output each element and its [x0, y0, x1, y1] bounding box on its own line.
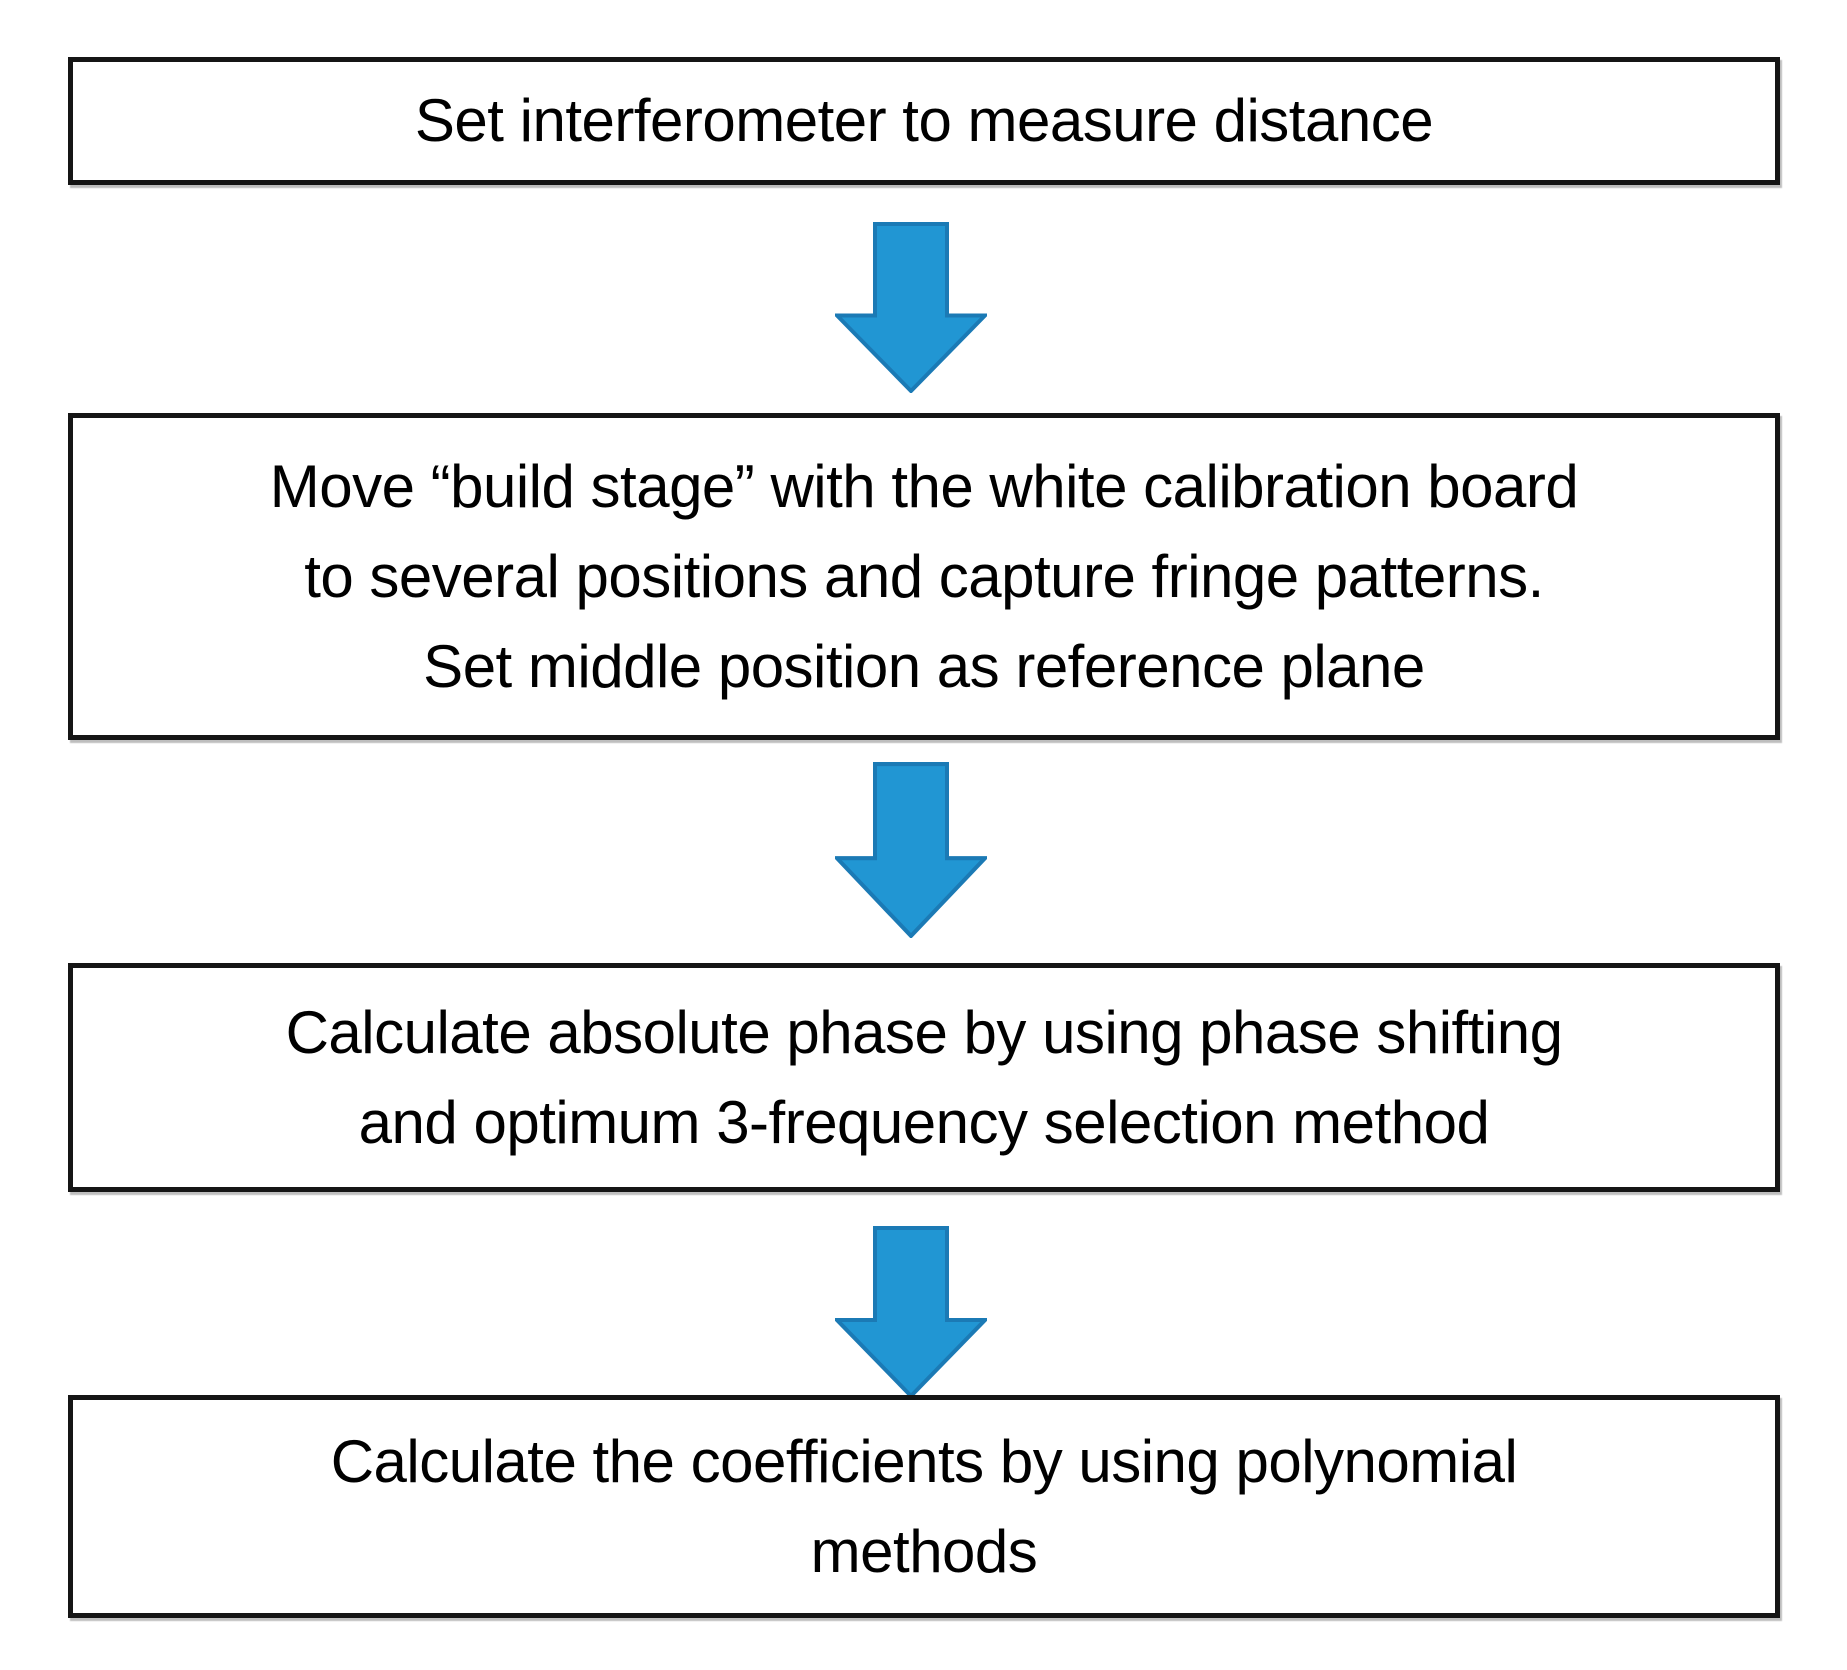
- down-arrow-icon: [835, 222, 987, 393]
- flow-step-2-box: Move “build stage” with the white calibr…: [68, 413, 1780, 740]
- down-arrow-icon: [835, 762, 987, 938]
- flow-step-4-label: Calculate the coefficients by using poly…: [330, 1427, 1518, 1585]
- flow-step-1-box: Set interferometer to measure distance: [68, 57, 1780, 185]
- flow-step-1-label: Set interferometer to measure distance: [414, 87, 1434, 154]
- flow-step-2-label: Move “build stage” with the white calibr…: [269, 452, 1579, 700]
- down-arrow-icon: [835, 1226, 987, 1398]
- flow-step-4-box: Calculate the coefficients by using poly…: [68, 1395, 1780, 1618]
- flow-step-3-box: Calculate absolute phase by using phase …: [68, 963, 1780, 1192]
- flow-step-3-label: Calculate absolute phase by using phase …: [285, 998, 1563, 1156]
